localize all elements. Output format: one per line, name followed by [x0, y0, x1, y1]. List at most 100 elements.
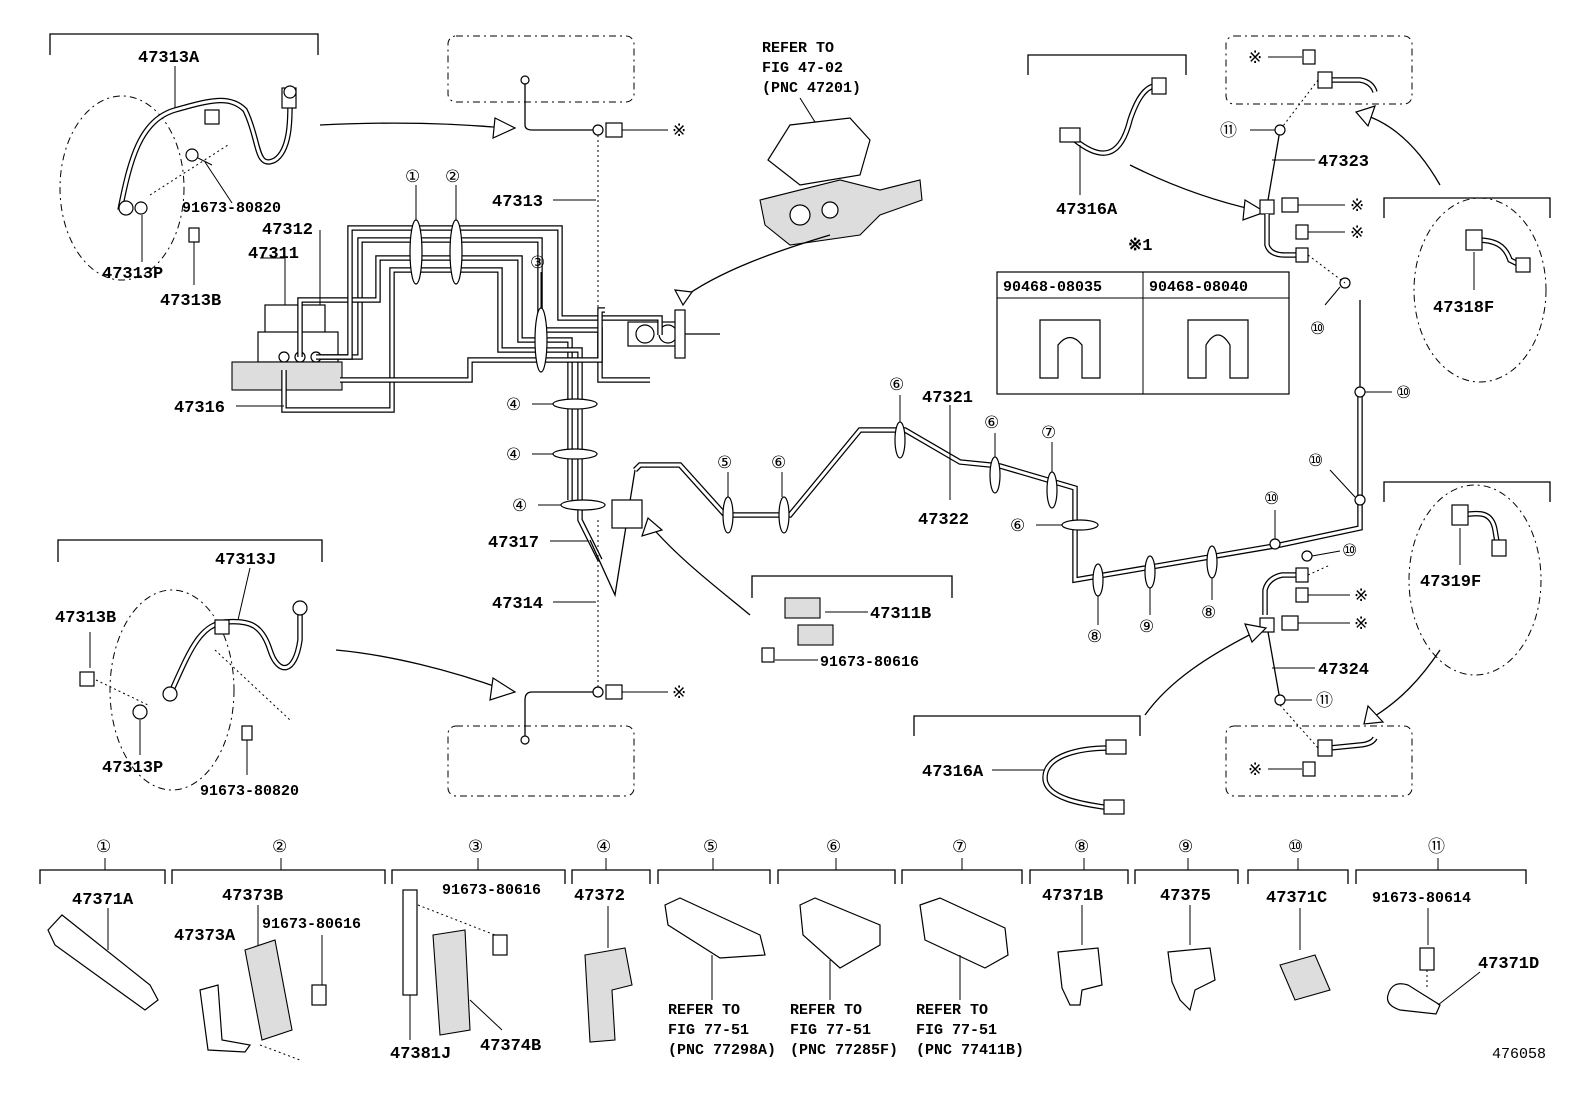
callout-6b[interactable]: ⑥ [889, 375, 904, 394]
part-label-47373B[interactable]: 47373B [222, 887, 283, 906]
part-label-47321[interactable]: 47321 [922, 389, 973, 408]
callout-4a[interactable]: ④ [506, 395, 521, 414]
callout-6c[interactable]: ⑥ [984, 413, 999, 432]
part-label-47313J[interactable]: 47313J [215, 551, 276, 570]
callout-6a[interactable]: ⑥ [771, 453, 786, 472]
part-label-47375[interactable]: 47375 [1160, 887, 1211, 906]
clamp-8b [1206, 545, 1218, 579]
legend-callout-10[interactable]: ⑩ [1288, 837, 1303, 856]
part-label-47373A[interactable]: 47373A [174, 927, 236, 946]
refer-5-line3: (PNC 77298A) [668, 1042, 776, 1059]
clamp-6a [778, 496, 790, 534]
clamp-4c [560, 499, 606, 511]
part-label-47312[interactable]: 47312 [262, 221, 313, 240]
clamp-47373B [244, 939, 293, 1041]
note-mark: ※ [1248, 48, 1262, 67]
part-label-47318F[interactable]: 47318F [1433, 299, 1494, 318]
callout-10d[interactable]: ⑩ [1310, 319, 1325, 338]
callout-5[interactable]: ⑤ [717, 453, 732, 472]
refer-7-line1: REFER TO [916, 1002, 988, 1019]
part-label-91673-80616-2[interactable]: 91673-80616 [262, 916, 361, 933]
part-label-47381J[interactable]: 47381J [390, 1045, 451, 1064]
clip-47371C [1279, 954, 1331, 1001]
callout-1[interactable]: ① [405, 167, 420, 186]
legend-callout-5[interactable]: ⑤ [703, 837, 718, 856]
part-label-47311[interactable]: 47311 [248, 245, 299, 264]
refer-master-line2: FIG 47-02 [762, 60, 843, 77]
bolt-91673-80820 [185, 148, 199, 162]
part-label-91673-80820-bottom[interactable]: 91673-80820 [200, 783, 299, 800]
callout-4b[interactable]: ④ [506, 445, 521, 464]
part-label-47313B-top[interactable]: 47313B [160, 292, 221, 311]
callout-4c[interactable]: ④ [512, 496, 527, 515]
clip-47371B [1057, 947, 1103, 1006]
callout-7[interactable]: ⑦ [1041, 423, 1056, 442]
legend-callout-2[interactable]: ② [272, 837, 287, 856]
clamp-6b [894, 421, 906, 459]
part-label-47322[interactable]: 47322 [918, 511, 969, 530]
part-label-47372[interactable]: 47372 [574, 887, 625, 906]
clamp-1 [409, 219, 423, 285]
callout-8a[interactable]: ⑧ [1087, 627, 1102, 646]
part-label-91673-80614[interactable]: 91673-80614 [1372, 890, 1471, 907]
refer-master-line3: (PNC 47201) [762, 80, 861, 97]
callout-10a[interactable]: ⑩ [1396, 383, 1411, 402]
callout-10c[interactable]: ⑩ [1264, 489, 1279, 508]
clamp-4a [552, 398, 598, 410]
part-label-47313P-top[interactable]: 47313P [102, 265, 163, 284]
clamp-6d [1061, 519, 1099, 531]
part-label-47371C[interactable]: 47371C [1266, 889, 1327, 908]
part-label-47311B[interactable]: 47311B [870, 605, 931, 624]
callout-8b[interactable]: ⑧ [1201, 603, 1216, 622]
callout-6d[interactable]: ⑥ [1010, 516, 1025, 535]
part-label-47316A-bottom[interactable]: 47316A [922, 763, 984, 782]
note-mark: ※ [672, 121, 686, 140]
part-label-47317[interactable]: 47317 [488, 534, 539, 553]
bolt-91673-80616-2 [311, 984, 327, 1006]
legend-callout-7[interactable]: ⑦ [952, 837, 967, 856]
refer-6-line3: (PNC 77285F) [790, 1042, 898, 1059]
part-label-47314[interactable]: 47314 [492, 595, 543, 614]
legend-callout-9[interactable]: ⑨ [1178, 837, 1193, 856]
refer-7-line2: FIG 77-51 [916, 1022, 997, 1039]
part-label-91673-80616-mid[interactable]: 91673-80616 [820, 654, 919, 671]
callout-9[interactable]: ⑨ [1139, 617, 1154, 636]
bolt-91673-80614 [1419, 947, 1435, 971]
legend-callout-11[interactable]: ⑪ [1428, 837, 1445, 856]
legend-callout-6[interactable]: ⑥ [826, 837, 841, 856]
rear-right-hose-group: ※ ※ 47324 ⑪ ※ [1144, 564, 1413, 797]
part-label-47316[interactable]: 47316 [174, 399, 225, 418]
front-wheel-box-bottom: ※ [447, 683, 686, 797]
part-label-47313A[interactable]: 47313A [138, 49, 200, 68]
refer-master-line1: REFER TO [762, 40, 834, 57]
part-label-91673-80820-top[interactable]: 91673-80820 [182, 200, 281, 217]
part-label-47324[interactable]: 47324 [1318, 661, 1369, 680]
clamp-4b [552, 448, 598, 460]
callout-11a[interactable]: ⑪ [1220, 121, 1237, 140]
callout-11b[interactable]: ⑪ [1316, 691, 1333, 710]
part-label-47371B[interactable]: 47371B [1042, 887, 1103, 906]
part-label-47316A-top[interactable]: 47316A [1056, 201, 1118, 220]
callout-3[interactable]: ③ [530, 253, 545, 272]
part-label-47319F[interactable]: 47319F [1420, 573, 1481, 592]
part-label-47313P-bottom[interactable]: 47313P [102, 759, 163, 778]
callout-10e[interactable]: ⑩ [1342, 541, 1357, 560]
legend-callout-3[interactable]: ③ [468, 837, 483, 856]
part-label-47371D[interactable]: 47371D [1478, 955, 1539, 974]
part-label-47323[interactable]: 47323 [1318, 153, 1369, 172]
note-mark: ※ [1350, 196, 1364, 215]
legend-callout-8[interactable]: ⑧ [1074, 837, 1089, 856]
legend-callout-1[interactable]: ① [96, 837, 111, 856]
callout-10b[interactable]: ⑩ [1308, 451, 1323, 470]
note-mark: ※ [1350, 223, 1364, 242]
part-label-47313B-bottom[interactable]: 47313B [55, 609, 116, 628]
legend-callout-4[interactable]: ④ [596, 837, 611, 856]
note-mark: ※ [672, 683, 686, 702]
bolt-47313B [188, 227, 200, 243]
callout-2[interactable]: ② [445, 167, 460, 186]
part-label-47374B[interactable]: 47374B [480, 1037, 541, 1056]
part-label-91673-80616-3[interactable]: 91673-80616 [442, 882, 541, 899]
part-label-47313[interactable]: 47313 [492, 193, 543, 212]
part-label-47371A[interactable]: 47371A [72, 891, 134, 910]
